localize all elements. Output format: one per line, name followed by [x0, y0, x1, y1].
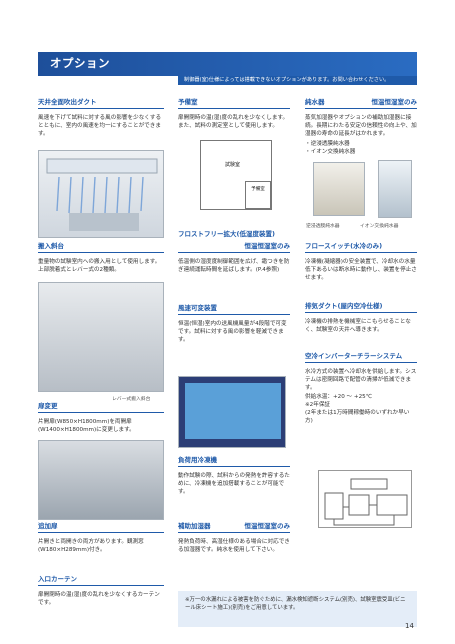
section-title: 扉変更	[38, 400, 164, 413]
section-airvolume: 風速可変装置 恒温(恒湿)室内の送風機風量が4段階で可変です。試料に対する風の影…	[178, 302, 290, 345]
diagram-label-main: 試験室	[225, 162, 241, 168]
page-title: オプション	[50, 56, 110, 70]
section-text: 恒温(恒湿)室内の送風機風量が4段階で可変です。試料に対する風の影響を軽減できま…	[178, 321, 287, 344]
section-text: 片開きと両開きの両方があります。観測窓(W180×H289mm)付き。	[38, 539, 144, 554]
section-text: 水冷方式の装置へ冷却水を供給します。システムは密閉回路で配管の清掃が低減できます…	[305, 369, 417, 392]
section-chiller: 空冷インバーターチラーシステム 水冷方式の装置へ冷却水を供給します。システムは密…	[305, 350, 417, 425]
section-title: フロストフリー拡大(低湿度装置)	[178, 230, 275, 238]
chiller-diagram	[318, 470, 412, 528]
section-text: 重量物の試験室内への搬入用として使用します。上部脱着式とレバー式の2種類。	[38, 259, 161, 274]
header-subbar: 制御器(室)仕様によっては搭載できないオプションがあります。お問い合わせください…	[178, 76, 417, 85]
section-frostfree: フロストフリー拡大(低湿度装置) 恒温恒湿室のみ 低温側の湿度度制御範囲を広げ、…	[178, 228, 290, 274]
section-title: 負荷用冷凍機	[178, 454, 290, 467]
section-title: 天井全面吹出ダクト	[38, 96, 164, 109]
section-title: 追加扉	[38, 520, 164, 533]
chiller-schematic	[324, 478, 408, 526]
section-text: 冷凍機(凝縮器)の安全装置で、冷却水の水量低下あるいは断水時に動作し、装置を停止…	[305, 259, 417, 282]
purifier-caption-right: イオン交換純水器	[360, 224, 399, 229]
section-title: 入口カーテン	[38, 573, 164, 586]
section-title: 補助加湿器恒温恒湿室のみ	[178, 520, 290, 533]
section-text: 扉開閉時の温(湿)度の乱れを少なくします。また、試料の測定室として使用します。	[178, 115, 289, 130]
section-title: フロースイッチ(水冷のみ)	[305, 240, 417, 253]
loading-caption: レバー式搬入斜台	[112, 397, 151, 402]
double-door-photo	[38, 440, 164, 520]
options-header: オプション	[38, 52, 417, 76]
section-title: 予備室	[178, 96, 290, 109]
section-curtain: 入口カーテン 扉開閉時の温(湿)度の乱れを少なくするカーテンです。	[38, 573, 164, 607]
chiller-spec: 供給水温：+20 ～ +25℃	[305, 393, 373, 400]
section-floatswitch: フロースイッチ(水冷のみ) 冷凍機(凝縮器)の安全装置で、冷却水の水量低下あるい…	[305, 240, 417, 283]
section-window: 追加扉 片開きと両開きの両方があります。観測窓(W180×H289mm)付き。	[38, 520, 164, 554]
chiller-spec: ※2年保証	[305, 401, 331, 408]
section-text: 扉開閉時の温(湿)度の乱れを少なくするカーテンです。	[38, 592, 160, 607]
section-title: 風速可変装置	[178, 302, 290, 315]
controller-display	[185, 383, 281, 439]
anteroom-diagram: 試験室 予備室	[200, 140, 272, 210]
loading-ramp-photo	[38, 282, 164, 392]
section-purifier: 純水器恒温恒湿室のみ 蒸気加湿器やオプションの補助加湿器に接続。長期にわたる安定…	[305, 96, 417, 156]
chiller-spec: (2年または1万時間稼働時のいずれか早い方)	[305, 410, 410, 425]
section-doorchange: 扉変更 片開扉(W850×H1800mm)を両開扉(W1400×H1800mm)…	[38, 400, 164, 434]
ion-purifier-photo	[378, 160, 412, 218]
section-title: 排気ダクト(屋内空冷仕様)	[305, 300, 417, 313]
section-text: 蒸気加湿器やオプションの補助加湿器に接続。長期にわたる安定の信頼性の向上や、加湿…	[305, 115, 417, 138]
section-text: 動作試験の際、試料からの発熱を許容するために、冷凍機を追加搭載することが可能です…	[178, 473, 290, 496]
purifier-item: ・逆浸透膜純水器	[305, 140, 350, 147]
ro-purifier-photo	[313, 162, 365, 216]
section-title: 空冷インバーターチラーシステム	[305, 350, 417, 363]
section-exhaust: 排気ダクト(屋内空冷仕様) 冷凍機の排熱を機械室にこもらせることなく、試験室の天…	[305, 300, 417, 334]
diagram-label-sub: 予備室	[245, 181, 271, 209]
purifier-item: ・イオン交換純水器	[305, 148, 356, 155]
section-tag: 恒温恒湿室のみ	[178, 240, 290, 253]
controller-screen-photo	[178, 376, 286, 448]
section-text: 片開扉(W850×H1800mm)を両開扉(W1400×H1800mm)に変更し…	[38, 419, 135, 434]
section-freezer: 負荷用冷凍機 動作試験の際、試料からの発熱を許容するために、冷凍機を追加搭載する…	[178, 454, 290, 497]
duct-photo	[38, 150, 164, 238]
section-title: 純水器恒温恒湿室のみ	[305, 96, 417, 109]
page-number: 14	[405, 622, 414, 630]
section-humidifier: 補助加湿器恒温恒湿室のみ 発熱負荷時、高湿仕様のある場合に対応できる加湿器です。…	[178, 520, 290, 554]
section-text: 風速を下げて試料に対する風の影響を少なくするとともに、室内の風速を均一にすること…	[38, 115, 162, 138]
purifier-caption-left: 逆浸透膜純水器	[306, 224, 340, 229]
section-text: 低温側の湿度度制御範囲を広げ、霜つきを防ぎ連続運転時間を延ばします。(P.4参照…	[178, 259, 290, 274]
duct-illustration	[46, 158, 158, 231]
section-loading: 搬入斜台 重量物の試験室内への搬入用として使用します。上部脱着式とレバー式の2種…	[38, 240, 164, 274]
section-title: 搬入斜台	[38, 240, 164, 253]
section-text: 冷凍機の排熱を機械室にこもらせることなく、試験室の天井へ導きます。	[305, 319, 411, 334]
section-anteroom: 予備室 扉開閉時の温(湿)度の乱れを少なくします。また、試料の測定室として使用し…	[178, 96, 290, 130]
section-duct: 天井全面吹出ダクト 風速を下げて試料に対する風の影響を少なくするとともに、室内の…	[38, 96, 164, 139]
water-leak-note: ※万一の水漏れによる被害を防ぐために、漏水検知遮断システム(別売)、試験室震受皿…	[178, 591, 417, 627]
section-text: 発熱負荷時、高湿仕様のある場合に対応できる加湿器です。純水を使用して下さい。	[178, 539, 290, 554]
